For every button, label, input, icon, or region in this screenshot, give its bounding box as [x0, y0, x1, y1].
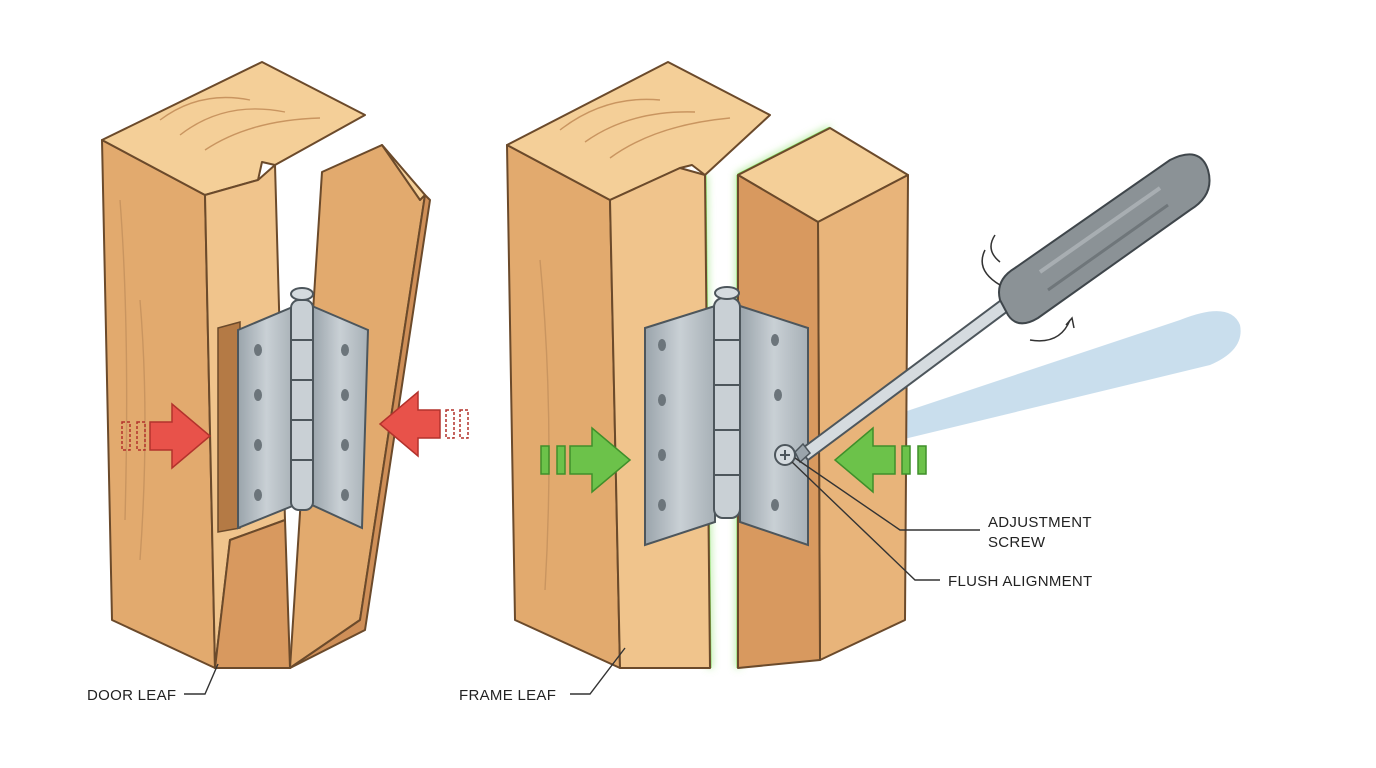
flush-alignment-label: FLUSH ALIGNMENT [948, 573, 1093, 590]
adjustment-screw-label-line1: ADJUSTMENT [988, 514, 1092, 531]
aligned-arrow-right [833, 426, 927, 494]
hinge-mortise [217, 321, 241, 533]
aligned-hinge [644, 286, 809, 547]
screwdriver-icon [794, 153, 1211, 464]
door-leaf-block [101, 61, 366, 669]
misaligned-arrow-left [121, 402, 212, 470]
adjustment-screw-label-line2: SCREW [988, 534, 1046, 551]
misaligned-hinge [237, 287, 370, 530]
frame-leaf-label: FRAME LEAF [459, 687, 556, 704]
screwdriver-shadow [880, 311, 1241, 440]
adjustment-screw-icon [774, 444, 796, 466]
door-leaf-label: DOOR LEAF [87, 687, 176, 704]
misaligned-arrow-right [378, 390, 469, 458]
aligned-arrow-left [540, 426, 632, 494]
aligned-assembly [506, 61, 1241, 669]
misaligned-assembly [101, 61, 469, 669]
callout-leaders [184, 457, 980, 695]
